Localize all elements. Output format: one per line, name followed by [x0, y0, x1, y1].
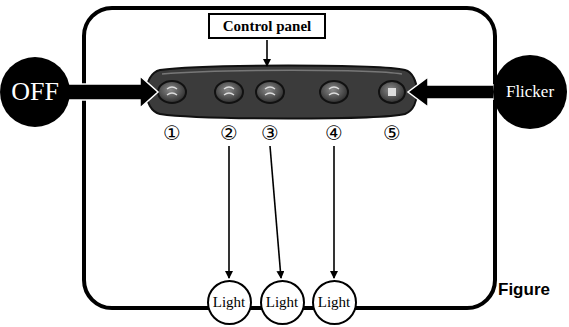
callout-number: ②	[220, 123, 238, 143]
outer-frame	[84, 8, 495, 308]
figure-label: Figure	[498, 280, 550, 300]
flicker-pointer	[408, 77, 494, 107]
label-box: Control panel	[208, 13, 326, 39]
node-text: OFF	[11, 77, 59, 107]
node-text: Control panel	[223, 18, 311, 35]
leader-arrows	[229, 40, 334, 278]
callout-number: ⑤	[383, 123, 401, 143]
panel-buttons	[158, 81, 405, 103]
callout-number: ③	[261, 123, 279, 143]
light-circle: Light	[207, 280, 252, 325]
panel-highlight	[162, 70, 402, 74]
callout-number: ④	[325, 123, 343, 143]
node-text: Light	[318, 294, 351, 311]
node-text: Light	[266, 294, 299, 311]
node-text: Flicker	[506, 82, 554, 102]
off-pointer	[68, 76, 158, 108]
control-panel-body	[147, 66, 418, 119]
flicker-circle: Flicker	[493, 55, 567, 129]
light-circle: Light	[260, 280, 305, 325]
callout-number: ①	[163, 123, 181, 143]
off-circle: OFF	[0, 57, 70, 127]
light-circle: Light	[312, 280, 357, 325]
node-text: Light	[213, 294, 246, 311]
